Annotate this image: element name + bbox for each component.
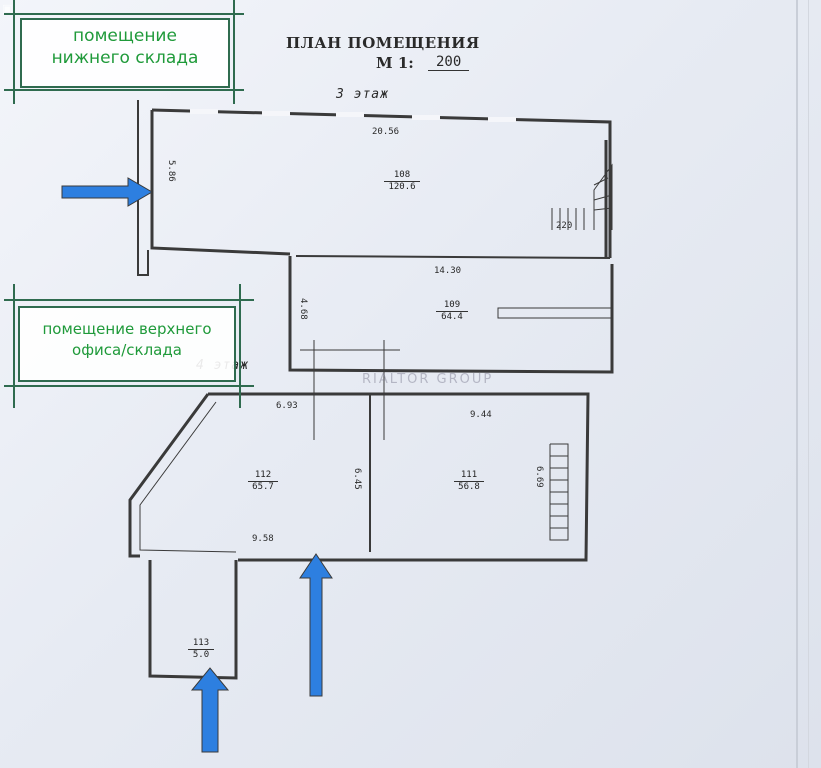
room-111: 111 56.8: [454, 470, 484, 493]
room-area: 65.7: [252, 482, 274, 492]
dimension-label: 9.44: [470, 410, 492, 420]
dimension-label: 14.30: [434, 266, 462, 276]
room-108: 108 120.6: [384, 170, 420, 193]
room-112: 112 65.7: [248, 470, 278, 493]
label-frame-lines: [4, 284, 254, 408]
dimension-label: 6.69: [534, 466, 544, 488]
paper-edge: [808, 0, 809, 768]
label-upper-office: помещение верхнего офиса/склада: [18, 306, 236, 382]
room-area: 5.0: [192, 650, 210, 660]
floor-label-third: 3 этаж: [336, 87, 389, 102]
plan-title: ПЛАН ПОМЕЩЕНИЯ: [286, 34, 480, 52]
room-number: 111: [454, 470, 484, 482]
label-line: помещение: [73, 26, 177, 46]
watermark-lines: [300, 340, 400, 440]
dimension-label: 6.45: [352, 468, 362, 490]
scale-value: 200: [428, 54, 470, 71]
label-line: офиса/склада: [72, 341, 182, 359]
arrow-right-icon: [61, 177, 153, 207]
room-113: 113 5.0: [188, 638, 214, 661]
stair-111: [549, 443, 569, 541]
third-floor-windows: [190, 109, 516, 122]
dimension-label: 9.58: [252, 534, 274, 544]
arrow-up-icon: [299, 553, 333, 697]
room-area: 120.6: [388, 182, 416, 192]
watermark-text: RIALTOR GROUP: [362, 372, 494, 387]
room-area: 64.4: [441, 312, 463, 322]
label-frame-lines: [4, 0, 244, 104]
room-113-walls: [148, 560, 238, 680]
scale-label: М 1:: [376, 54, 414, 72]
third-floor-walls: [137, 100, 612, 276]
dimension-label: 20.56: [372, 127, 400, 137]
label-line: нижнего склада: [51, 48, 199, 68]
entrance-arrows: [61, 177, 333, 753]
room-109: 109 64.4: [436, 300, 468, 323]
room-number: 108: [384, 170, 420, 182]
counter: [412, 526, 512, 542]
label-line: помещение верхнего: [42, 320, 212, 338]
room-109-walls: [288, 256, 614, 374]
arrow-up-icon: [190, 667, 230, 753]
stair-108: [551, 140, 613, 258]
room-number: 113: [188, 638, 214, 650]
column: [362, 224, 384, 256]
fourth-floor-walls: [128, 392, 590, 562]
corner-watermark: ▣: [2, 2, 13, 15]
stair-label: 220: [556, 221, 573, 231]
paper-edge: [796, 0, 798, 768]
room-number: 112: [248, 470, 278, 482]
room-area: 56.8: [458, 482, 480, 492]
room-number: 109: [436, 300, 468, 312]
dimension-label: 6.93: [276, 401, 298, 411]
dimension-label: 4.68: [298, 298, 308, 320]
label-lower-warehouse: помещение нижнего склада: [20, 18, 230, 88]
